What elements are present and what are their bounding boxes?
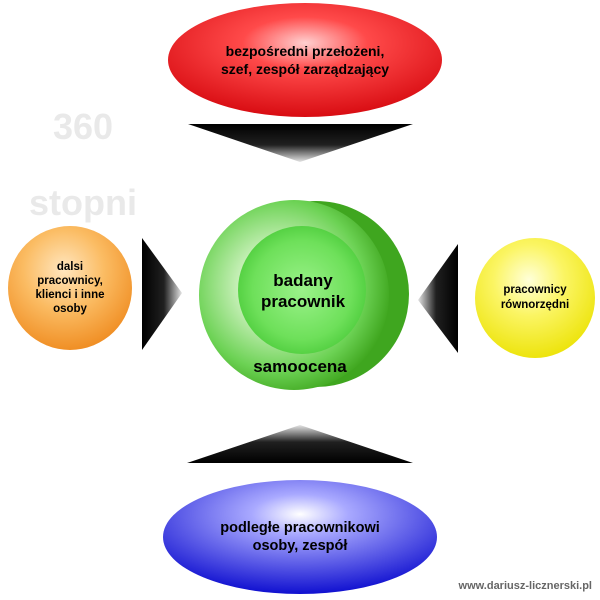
site-url: www.dariusz-licznerski.pl	[458, 580, 592, 592]
center-node-label: badany pracownik	[260, 271, 346, 311]
right-arrow-triangle	[418, 244, 458, 353]
watermark-text: 360 stopni	[18, 70, 148, 260]
watermark-line2: stopni	[29, 182, 137, 223]
watermark-line1: 360	[52, 106, 114, 147]
top-node-label: bezpośredni przełożeni, szef, zespół zar…	[220, 43, 390, 77]
bottom-ellipse	[163, 480, 437, 594]
bottom-arrow-triangle	[187, 425, 413, 463]
bottom-node-label: podległe pracownikowi osoby, zespół	[220, 520, 380, 554]
top-ellipse	[168, 3, 442, 117]
right-circle	[475, 238, 595, 358]
top-arrow-triangle	[188, 124, 413, 162]
center-inner-circle	[238, 226, 366, 354]
left-node-label: dalsi pracownicy, klienci i inne osoby	[35, 261, 105, 315]
left-circle	[8, 226, 132, 350]
center-node-sublabel: samoocena	[253, 357, 347, 376]
right-node-label: pracownicy równorzędni	[500, 284, 570, 311]
left-arrow-triangle	[142, 238, 182, 350]
